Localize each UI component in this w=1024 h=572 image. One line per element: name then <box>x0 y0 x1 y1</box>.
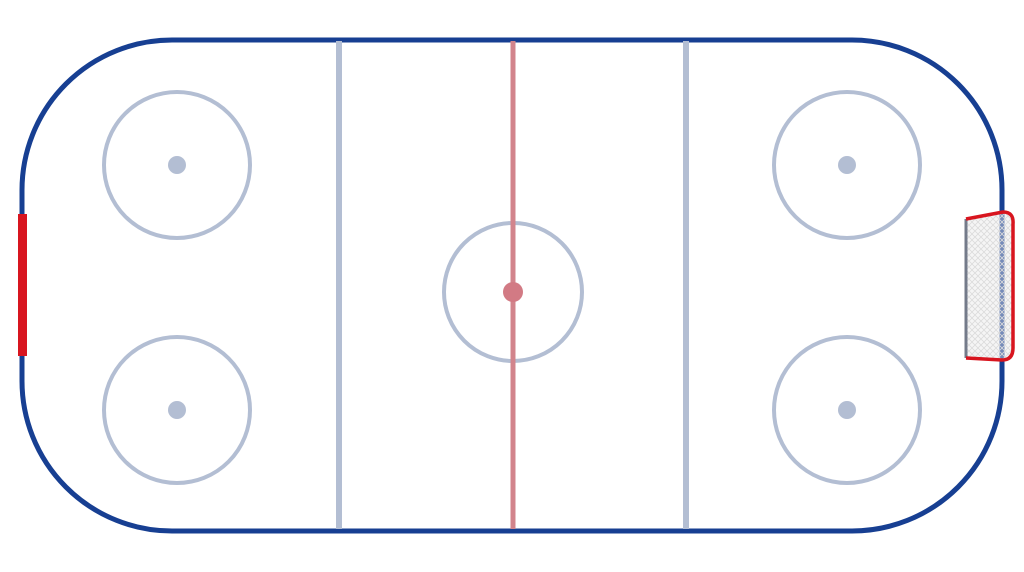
faceoff-circle-top-left <box>102 90 252 240</box>
faceoff-circle-bottom-left <box>102 335 252 485</box>
center-faceoff-dot <box>503 282 523 302</box>
faceoff-dot-top-left <box>168 156 186 174</box>
right-goal-net <box>964 210 1015 362</box>
left-goal-marker <box>18 214 27 356</box>
goal-net-fill <box>966 212 1014 360</box>
faceoff-circle-bottom-right <box>772 335 922 485</box>
goal-net-shade <box>966 212 1014 360</box>
goal-frame <box>965 210 1015 362</box>
faceoff-dot-bottom-right <box>838 401 856 419</box>
faceoff-circle-top-right <box>772 90 922 240</box>
faceoff-dot-top-right <box>838 156 856 174</box>
faceoff-dot-bottom-left <box>168 401 186 419</box>
